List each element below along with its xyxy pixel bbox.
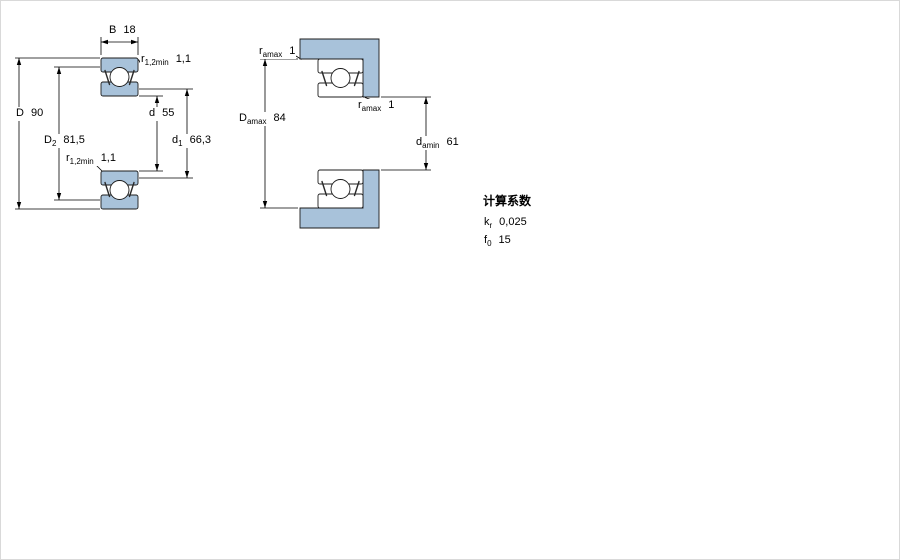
housing-abutment [299, 38, 380, 98]
dim-symbol: r [358, 99, 362, 111]
seal-lines [104, 69, 135, 198]
dim-symbol: r [259, 45, 263, 57]
left-dimension-arrows [16, 39, 190, 209]
dim-value: 1 [388, 99, 395, 111]
dim-label-recess-diameter-D2: D2 81,5 [43, 134, 86, 149]
dim-value: 81,5 [63, 134, 85, 146]
factor-subscript: r [489, 221, 493, 231]
dim-symbol: d [416, 136, 423, 148]
dim-label-outer-diameter-D: D 90 [15, 107, 45, 122]
dim-label-width-B: B 18 [108, 24, 137, 39]
factor-kr: kr 0,025 [483, 216, 528, 231]
dim-symbol: d [149, 107, 156, 119]
factor-subscript: 0 [487, 239, 492, 249]
dim-subscript: amax [361, 104, 382, 114]
seal-lines-right [321, 70, 360, 197]
dim-value: 84 [273, 112, 286, 124]
right-view-abutments [260, 38, 431, 229]
factor-f0: f0 15 [483, 234, 512, 249]
calculation-factors-heading: 计算系数 [483, 194, 532, 208]
left-ring-sections [100, 57, 139, 210]
dim-label-Damax: Damax 84 [238, 112, 287, 127]
dim-symbol: D [239, 112, 247, 124]
bearing-drawing [15, 37, 431, 229]
ball-bottom [109, 180, 130, 200]
dim-symbol: r [66, 152, 70, 164]
factor-value: 15 [498, 234, 511, 246]
dim-label-bore-diameter-d: d 55 [148, 107, 176, 122]
dim-label-damin: damin 61 [415, 136, 460, 151]
dim-label-ramax-mid: ramax 1 [357, 99, 396, 114]
ball-bottom-outline [330, 179, 351, 199]
dim-symbol: B [109, 24, 117, 36]
dim-value: 18 [123, 24, 136, 36]
dim-label-r12min-top: r1,2min 1,1 [140, 53, 192, 68]
dim-value: 90 [30, 107, 44, 119]
dim-symbol: d [172, 134, 179, 146]
factor-value: 0,025 [499, 216, 527, 228]
dim-subscript: 2 [51, 139, 57, 149]
right-ring-sections [317, 58, 364, 209]
dim-value: 1,1 [100, 152, 116, 164]
ball-top [109, 67, 130, 87]
dim-symbol: r [141, 53, 145, 65]
dim-subscript: 1 [178, 139, 183, 149]
dim-label-r12min-bottom: r1,2min 1,1 [65, 152, 117, 167]
dim-value: 1 [289, 45, 296, 57]
dim-value: 66,3 [189, 134, 211, 146]
dim-subscript: 1,2min [69, 157, 94, 167]
dim-value: 1,1 [175, 53, 191, 65]
abutment-shapes [299, 38, 380, 229]
ball-top-outline [330, 68, 351, 88]
right-dimension-arrows [262, 59, 429, 208]
dim-subscript: amin [422, 141, 440, 151]
shaft-abutment [299, 169, 380, 229]
dim-label-ramax-top: ramax 1 [258, 45, 297, 60]
dim-value: 61 [446, 136, 459, 148]
factor-symbol: k [484, 216, 490, 228]
dim-symbol: D [16, 107, 24, 119]
dim-value: 55 [162, 107, 175, 119]
dim-subscript: 1,2min [144, 58, 169, 68]
dim-subscript: amax [262, 50, 283, 60]
dim-symbol: D [44, 134, 52, 146]
factor-symbol: f [484, 234, 488, 246]
dim-subscript: amax [246, 117, 267, 127]
dim-label-shoulder-diameter-d1: d1 66,3 [171, 134, 212, 149]
